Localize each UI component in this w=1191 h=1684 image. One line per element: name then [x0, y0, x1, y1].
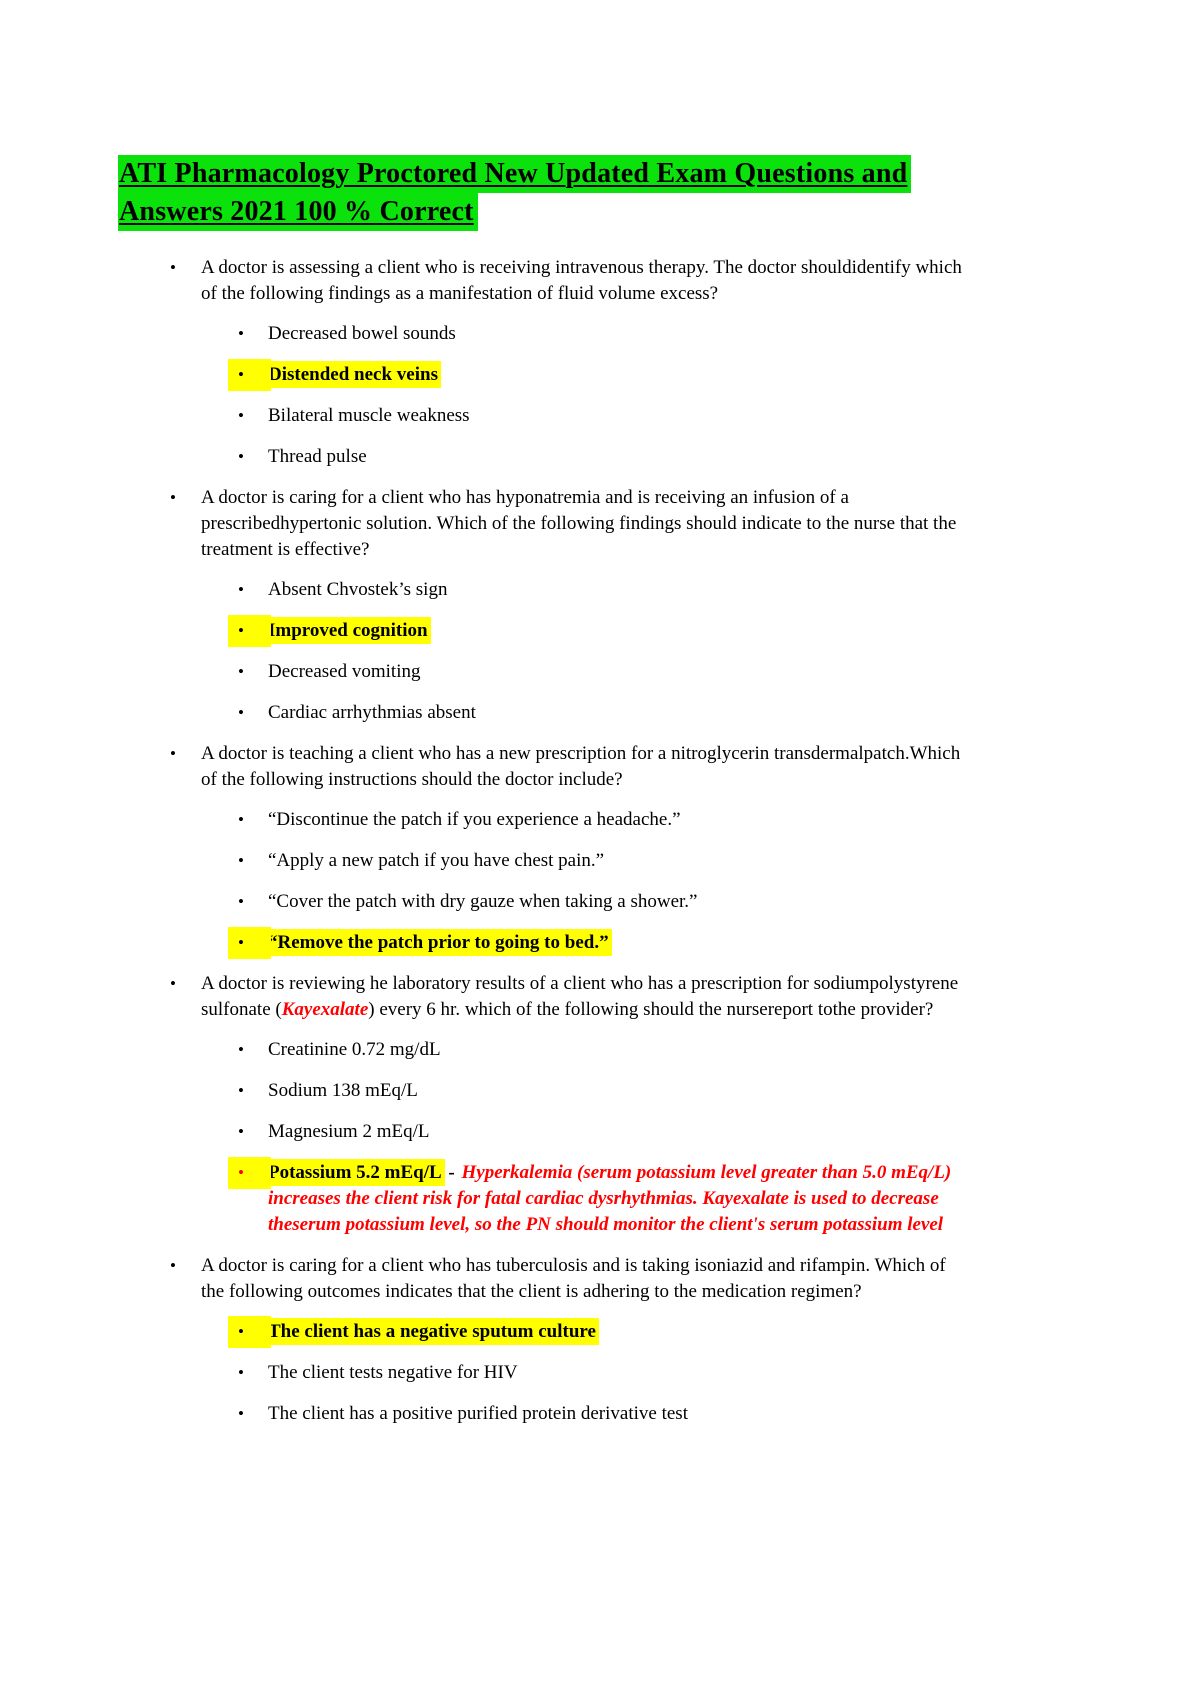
bullet-icon: •	[238, 580, 244, 599]
answer-option: • Magnesium 2 mEq/L	[237, 1119, 971, 1145]
question-text-part: A doctor is reviewing he laboratory resu…	[201, 973, 959, 1020]
answer-option-text: Bilateral muscle weakness	[268, 405, 470, 426]
question-text: A doctor is caring for a client who has …	[201, 1253, 971, 1305]
correct-answer-option: •Distended neck veins	[231, 362, 971, 388]
answer-option-list: •Decreased bowel sounds•Distended neck v…	[231, 321, 971, 470]
bullet-icon: •	[238, 892, 244, 911]
bullet-icon: •	[238, 1081, 244, 1100]
rationale-text: Hyperkalemia (serum potassium level grea…	[268, 1162, 952, 1235]
answer-option: • “Discontinue the patch if you experienc…	[237, 807, 971, 833]
question-text-part: A doctor is assessing a client who is re…	[201, 257, 962, 304]
correct-answer-text: Potassium 5.2 mEq/L	[268, 1162, 442, 1183]
answer-option-list: •Absent Chvostek’s sign•Improved cogniti…	[231, 577, 971, 726]
answer-option-text: Thread pulse	[268, 446, 367, 467]
bullet-icon: •	[238, 1122, 244, 1141]
answer-option: • Sodium 138 mEq/L	[237, 1078, 971, 1104]
question-text: A doctor is teaching a client who has a …	[201, 741, 971, 793]
correct-answer-option: •Improved cognition	[231, 618, 971, 644]
correct-answer-text: Improved cognition	[268, 620, 428, 641]
answer-option: • Decreased vomiting	[237, 659, 971, 685]
bullet-icon: •	[170, 488, 176, 507]
separator: -	[443, 1162, 460, 1183]
page-title-line-2: Answers 2021 100 % Correct	[118, 193, 478, 231]
question-item: • A doctor is caring for a client who has…	[168, 485, 971, 726]
question-text-part: A doctor is caring for a client who has …	[201, 487, 957, 560]
answer-option: • Decreased bowel sounds	[237, 321, 971, 347]
answer-option-text: The client tests negative for HIV	[268, 1362, 518, 1383]
bullet-icon: •	[238, 851, 244, 870]
question-text: A doctor is reviewing he laboratory resu…	[201, 971, 971, 1023]
question-text-part: ) every 6 hr. which of the following sho…	[368, 999, 934, 1020]
correct-answer-option: •“Remove the patch prior to going to bed…	[231, 930, 971, 956]
answer-option-text: Decreased bowel sounds	[268, 323, 456, 344]
question-item: • A doctor is assessing a client who is r…	[168, 255, 971, 470]
bullet-icon: •	[238, 703, 244, 722]
answer-option-text: The client has a positive purified prote…	[268, 1403, 688, 1424]
correct-answer-text: Distended neck veins	[268, 364, 438, 385]
page-title: ATI Pharmacology Proctored New Updated E…	[118, 155, 971, 231]
question-text: A doctor is caring for a client who has …	[201, 485, 971, 563]
page-title-line-1: ATI Pharmacology Proctored New Updated E…	[118, 155, 912, 193]
bullet-icon: •	[238, 810, 244, 829]
bullet-icon: •	[231, 1160, 268, 1186]
answer-option-text: Cardiac arrhythmias absent	[268, 702, 476, 723]
answer-option: • The client has a positive purified prot…	[237, 1401, 971, 1427]
answer-option-list: •The client has a negative sputum cultur…	[231, 1319, 971, 1427]
question-text-part: A doctor is caring for a client who has …	[201, 1255, 946, 1302]
answer-option: • The client tests negative for HIV	[237, 1360, 971, 1386]
bullet-icon: •	[231, 618, 268, 644]
bullet-icon: •	[231, 930, 268, 956]
correct-answer-option: •Potassium 5.2 mEq/L - Hyperkalemia (ser…	[231, 1160, 971, 1238]
bullet-icon: •	[231, 1319, 268, 1345]
answer-option-text: “Discontinue the patch if you experience…	[268, 809, 681, 830]
drug-name-emphasis: Kayexalate	[281, 999, 369, 1020]
bullet-icon: •	[170, 1256, 176, 1275]
answer-option-text: “Cover the patch with dry gauze when tak…	[268, 891, 698, 912]
bullet-icon: •	[238, 1363, 244, 1382]
correct-answer-text: “Remove the patch prior to going to bed.…	[268, 932, 609, 953]
question-text: A doctor is assessing a client who is re…	[201, 255, 971, 307]
bullet-icon: •	[238, 1404, 244, 1423]
bullet-icon: •	[238, 1040, 244, 1059]
question-list: • A doctor is assessing a client who is r…	[118, 255, 971, 1427]
correct-answer-text: The client has a negative sputum culture	[268, 1321, 596, 1342]
bullet-icon: •	[238, 406, 244, 425]
answer-option-text: “Apply a new patch if you have chest pai…	[268, 850, 605, 871]
correct-answer-option: •The client has a negative sputum cultur…	[231, 1319, 971, 1345]
answer-option: • Absent Chvostek’s sign	[237, 577, 971, 603]
answer-option-list: • “Discontinue the patch if you experienc…	[231, 807, 971, 956]
bullet-icon: •	[238, 662, 244, 681]
answer-option: • Cardiac arrhythmias absent	[237, 700, 971, 726]
bullet-icon: •	[231, 362, 268, 388]
answer-option-text: Creatinine 0.72 mg/dL	[268, 1039, 441, 1060]
answer-option: • “Cover the patch with dry gauze when ta…	[237, 889, 971, 915]
answer-option: • Bilateral muscle weakness	[237, 403, 971, 429]
bullet-icon: •	[238, 447, 244, 466]
bullet-icon: •	[170, 258, 176, 277]
bullet-icon: •	[170, 744, 176, 763]
answer-option-text: Magnesium 2 mEq/L	[268, 1121, 430, 1142]
answer-option-text: Decreased vomiting	[268, 661, 421, 682]
question-item: • A doctor is caring for a client who has…	[168, 1253, 971, 1427]
question-item: • A doctor is reviewing he laboratory res…	[168, 971, 971, 1238]
answer-option-list: •Creatinine 0.72 mg/dL•Sodium 138 mEq/L•…	[231, 1037, 971, 1238]
answer-option-text: Absent Chvostek’s sign	[268, 579, 448, 600]
question-text-part: A doctor is teaching a client who has a …	[201, 743, 961, 790]
answer-option: • “Apply a new patch if you have chest pa…	[237, 848, 971, 874]
answer-option: • Thread pulse	[237, 444, 971, 470]
bullet-icon: •	[238, 324, 244, 343]
question-item: • A doctor is teaching a client who has a…	[168, 741, 971, 956]
answer-option-text: Sodium 138 mEq/L	[268, 1080, 418, 1101]
bullet-icon: •	[170, 974, 176, 993]
answer-option: • Creatinine 0.72 mg/dL	[237, 1037, 971, 1063]
